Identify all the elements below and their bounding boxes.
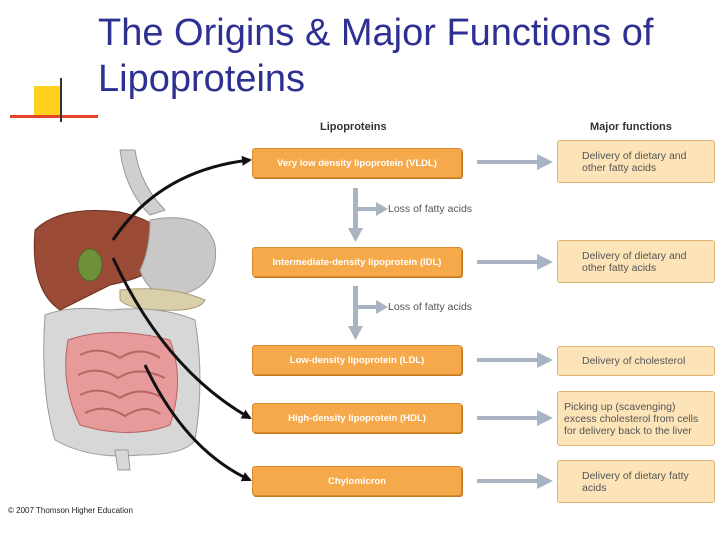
arrow-liver-to-vldl <box>111 155 252 241</box>
function-arrows <box>477 154 553 489</box>
lipo-box-vldl: Very low density lipoprotein (VLDL) <box>252 148 462 178</box>
arrow-idl-to-ldl <box>348 286 388 340</box>
small-intestine-shape <box>65 332 178 433</box>
function-box-hdl: Picking up (scavenging) excess cholester… <box>557 391 715 446</box>
slide-title: The Origins & Major Functions of Lipopro… <box>98 12 654 100</box>
lipo-box-chylomicron: Chylomicron <box>252 466 462 496</box>
pancreas-shape <box>119 288 206 311</box>
rectum-shape <box>114 449 131 471</box>
lipoproteins-header: Lipoproteins <box>320 121 387 133</box>
transition-label-idl-ldl: Loss of fatty acids <box>388 301 473 313</box>
stomach-shape <box>139 217 217 297</box>
transition-label-vldl-idl: Loss of fatty acids <box>388 203 473 215</box>
function-box-chylomicron: Delivery of dietary fatty acids <box>557 460 715 503</box>
major-functions-header: Major functions <box>590 121 672 133</box>
accent-red-line <box>10 115 98 118</box>
arrow-liver-to-hdl <box>111 257 252 420</box>
function-box-vldl: Delivery of dietary and other fatty acid… <box>557 140 715 183</box>
gallbladder-shape <box>77 248 103 282</box>
function-box-idl: Delivery of dietary and other fatty acid… <box>557 240 715 283</box>
arrow-intestine-to-chylomicron <box>143 364 252 482</box>
function-box-ldl: Delivery of cholesterol <box>557 346 715 376</box>
lipo-box-hdl: High-density lipoprotein (HDL) <box>252 403 462 433</box>
esophagus-shape <box>119 149 166 216</box>
lipo-box-ldl: Low-density lipoprotein (LDL) <box>252 345 462 375</box>
lipo-box-idl: Intermediate-density lipoprotein (IDL) <box>252 247 462 277</box>
accent-vertical-line <box>60 78 62 122</box>
accent-yellow-square <box>34 86 60 116</box>
copyright-note: © 2007 Thomson Higher Education <box>8 506 133 515</box>
arrow-vldl-to-idl <box>348 188 388 242</box>
